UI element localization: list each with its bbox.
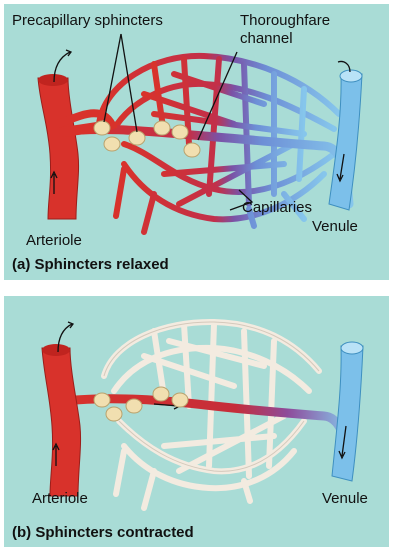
panel-sphincters-contracted: Arteriole Venule (b) Sphincters contract… [4,296,389,547]
arteriole-opening [38,74,68,86]
label-precapillary-sphincters: Precapillary sphincters [12,12,163,29]
panel-sphincters-relaxed: Precapillary sphincters Thoroughfare cha… [4,4,389,280]
venule-opening-b [341,342,363,354]
label-arteriole-a: Arteriole [26,232,82,249]
arteriole-vessel-b [42,348,81,496]
caption-b: (b) Sphincters contracted [12,524,194,541]
label-thoroughfare-line2: channel [240,30,293,47]
precapillary-sphincters-b [94,387,188,421]
venule-vessel-b [332,346,363,481]
arteriole-opening-b [42,344,70,356]
venule-opening [340,70,362,82]
venule-vessel [329,74,362,210]
caption-a: (a) Sphincters relaxed [12,256,169,273]
label-venule-a: Venule [312,218,358,235]
label-venule-b: Venule [322,490,368,507]
label-arteriole-b: Arteriole [32,490,88,507]
precapillary-sphincters [94,121,200,157]
arteriole-vessel [38,78,79,219]
capillary-bed-contracted-diagram [4,296,389,547]
label-thoroughfare-line1: Thoroughfare [240,12,330,29]
label-capillaries: Capillaries [242,199,312,216]
